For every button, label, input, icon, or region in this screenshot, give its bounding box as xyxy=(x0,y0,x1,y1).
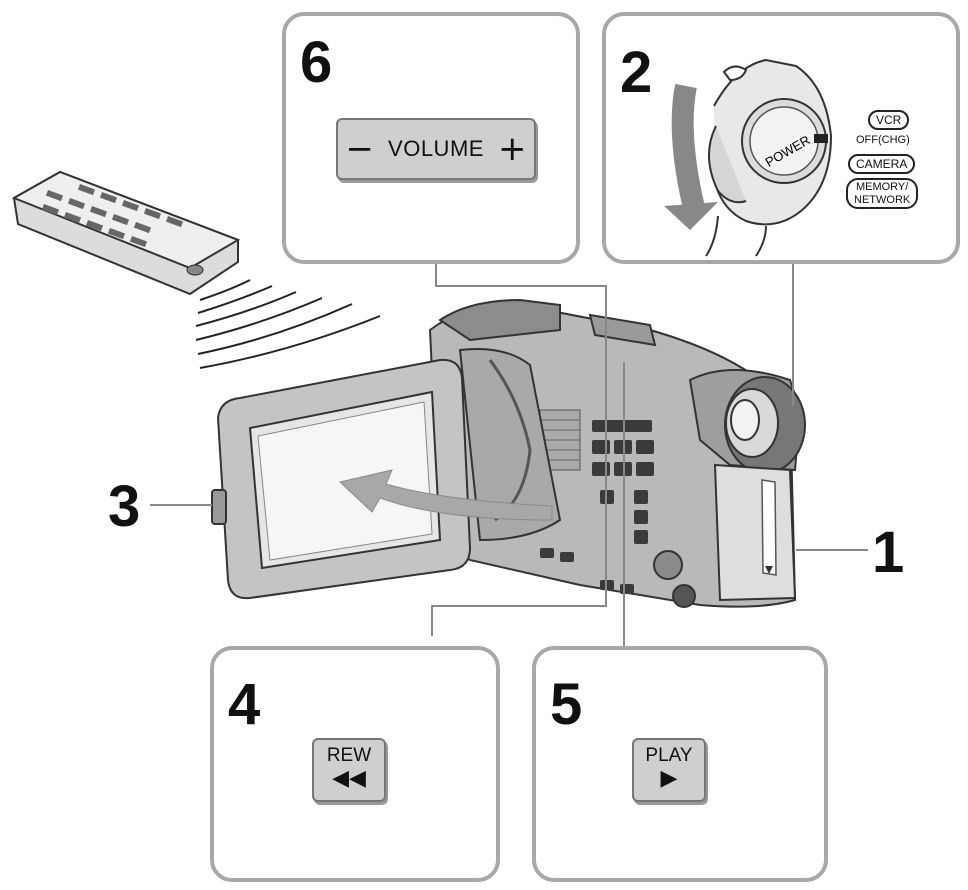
step-number-3: 3 xyxy=(108,474,141,539)
volume-plus[interactable]: + xyxy=(497,129,527,169)
rew-button[interactable]: REW ◀◀ xyxy=(312,738,386,802)
signal-waves-icon xyxy=(195,279,381,369)
leader-lines xyxy=(431,262,794,648)
play-button[interactable]: PLAY ▶ xyxy=(632,738,706,802)
step-number: 2 xyxy=(620,40,653,105)
mode-off-chg[interactable]: OFF(CHG) xyxy=(856,134,910,146)
camcorder-icon xyxy=(428,298,806,608)
step-panel-4: 4 REW ◀◀ xyxy=(210,646,500,882)
mode-memory-network[interactable]: MEMORY/ NETWORK xyxy=(846,178,919,210)
step-number: 6 xyxy=(300,30,333,95)
step-number: 4 xyxy=(228,672,261,737)
rewind-icon: ◀◀ xyxy=(332,765,366,791)
play-icon: ▶ xyxy=(660,765,678,791)
rew-label: REW xyxy=(326,745,372,766)
remote-control-icon xyxy=(11,170,241,296)
volume-button[interactable]: − VOLUME + xyxy=(336,118,536,180)
pointer-lines xyxy=(150,504,868,551)
volume-label: VOLUME xyxy=(388,136,484,161)
volume-minus[interactable]: − xyxy=(345,129,375,169)
step-panel-6: 6 − VOLUME + xyxy=(282,12,580,264)
lcd-panel xyxy=(211,358,472,600)
step-number: 5 xyxy=(550,672,583,737)
open-arrow-icon xyxy=(338,469,553,521)
play-label: PLAY xyxy=(645,745,693,766)
power-switch-icon: POWER xyxy=(664,58,833,257)
mode-vcr[interactable]: VCR xyxy=(868,110,910,130)
step-panel-5: 5 PLAY ▶ xyxy=(532,646,828,882)
step-number-1: 1 xyxy=(872,520,905,585)
mode-camera[interactable]: CAMERA xyxy=(848,154,916,174)
step-panel-2: 2 POWER VCR OFF(CHG) CAMERA MEMORY/ NETW… xyxy=(602,12,960,264)
